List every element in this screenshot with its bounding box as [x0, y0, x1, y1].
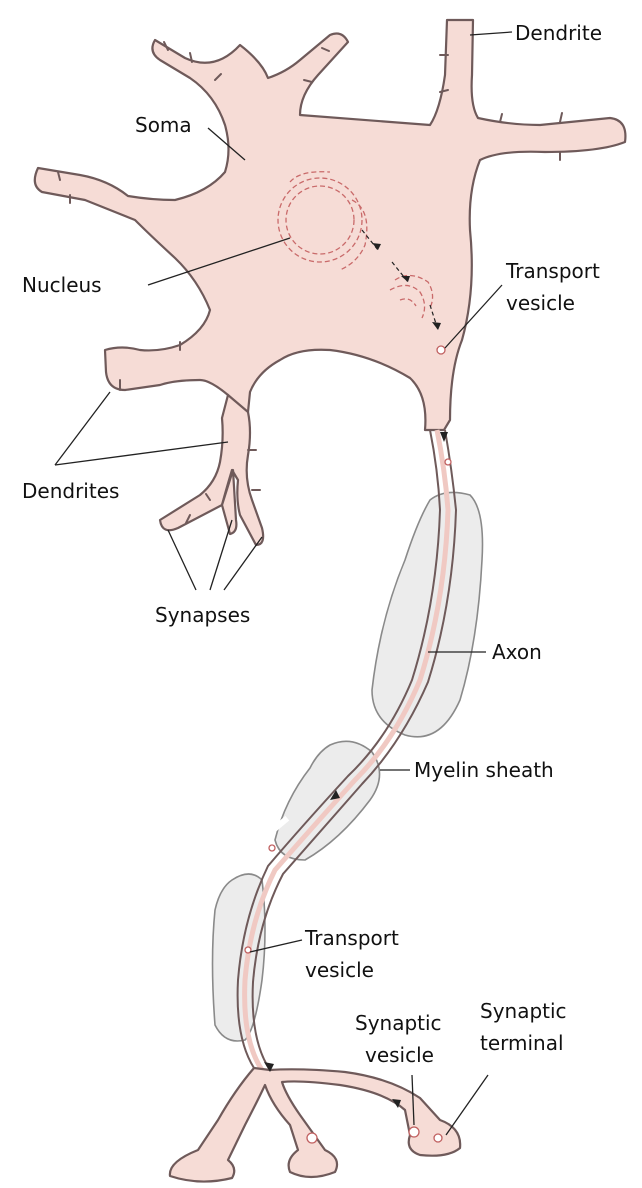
label-dendrites: Dendrites	[22, 479, 119, 503]
label-axon: Axon	[492, 640, 542, 664]
terminal-vesicle-1	[307, 1133, 317, 1143]
terminal-vesicle-3	[434, 1134, 442, 1142]
dendritic-spine-8	[500, 114, 502, 122]
lower-dendrite	[160, 395, 263, 545]
label-synaptic-vesicle-1: Synaptic	[355, 1011, 442, 1035]
label-synaptic-terminal-1: Synaptic	[480, 999, 567, 1023]
leader-dendrites-1	[55, 392, 110, 465]
label-synaptic-vesicle-2: vesicle	[365, 1043, 434, 1067]
axon-terminals	[170, 1062, 460, 1182]
myelin-segment-1	[372, 492, 483, 736]
axon-vesicle-2	[269, 845, 275, 851]
terminal-vesicle-2	[409, 1127, 419, 1137]
dendritic-spine-9	[560, 113, 562, 122]
label-transport-vesicle-bottom-2: vesicle	[305, 958, 374, 982]
soma-shape	[35, 20, 626, 430]
label-synapses: Synapses	[155, 603, 250, 627]
leader-synapses-2	[210, 520, 232, 590]
terminal-branches	[170, 1068, 460, 1182]
label-transport-vesicle-top-2: vesicle	[506, 291, 575, 315]
leader-synapses-1	[168, 530, 196, 590]
axon-vesicle-1	[445, 459, 451, 465]
label-transport-vesicle-bottom-1: Transport	[304, 926, 399, 950]
label-transport-vesicle-top-1: Transport	[505, 259, 600, 283]
label-nucleus: Nucleus	[22, 273, 102, 297]
label-soma: Soma	[135, 113, 192, 137]
label-synaptic-terminal-2: terminal	[480, 1031, 564, 1055]
label-myelin-sheath: Myelin sheath	[414, 758, 554, 782]
leader-synapses-3	[224, 537, 262, 590]
soma-transport-vesicle	[437, 346, 445, 354]
label-dendrite: Dendrite	[515, 21, 602, 45]
leader-synaptic-terminal	[446, 1075, 488, 1135]
leader-dendrites-2	[55, 442, 228, 465]
leader-dendrite	[470, 32, 512, 35]
